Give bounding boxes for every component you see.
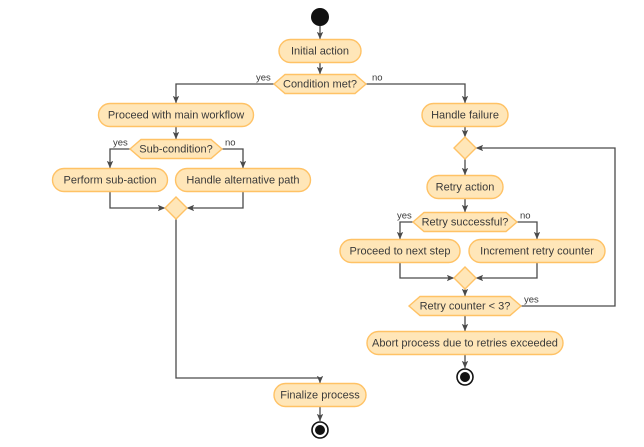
node-perform-sub-action[interactable]: Perform sub-action [51,167,169,193]
edge-counter-lt3-yes-loop-back: yes [475,144,616,307]
edge-guard-label: yes [113,138,128,149]
edge-guard-label: yes [524,295,539,306]
action-node-shape [426,174,504,200]
edge-path [222,148,247,169]
edge-guard-label: yes [397,211,412,222]
node-abort-process[interactable]: Abort process due to retries exceeded [366,330,564,356]
edge-guard-label: no [520,211,531,222]
action-node-label: Handle failure [431,109,499,121]
edge-successful-yes-to-next-step: yes [396,211,413,240]
merge-node-shape [164,196,188,220]
edge-path [106,148,130,169]
edge-path [175,219,324,384]
node-merge-retry[interactable] [453,136,477,160]
action-node-label: Initial action [291,45,349,57]
edge-path [366,83,469,104]
final-node-core-icon [315,425,325,435]
action-node-label: Finalize process [280,389,360,401]
node-merge-left[interactable] [164,196,188,220]
node-retry-successful[interactable]: Retry successful? [411,211,519,233]
decision-node-shape [411,211,519,233]
edge-path [517,221,541,240]
action-node-label: Abort process due to retries exceeded [372,337,558,349]
edge-guard-label: no [225,138,236,149]
edges-layer: yes no yes no yes no yes [106,26,616,422]
edge-merge-left-to-finalize [175,219,324,384]
node-end-right[interactable] [456,368,474,386]
decision-node-label: Retry successful? [422,216,509,228]
decision-node-label: Condition met? [283,78,357,90]
node-handle-failure[interactable]: Handle failure [421,102,509,128]
decision-node-label: Retry counter < 3? [420,300,511,312]
decision-node-shape [407,295,523,317]
edge-subcondition-yes-to-perform: yes [106,138,130,169]
node-end-bottom[interactable] [311,421,329,439]
edge-successful-no-to-increment: no [517,211,541,240]
node-proceed-main[interactable]: Proceed with main workflow [97,102,255,128]
merge-node-shape [453,136,477,160]
action-node-shape [174,167,312,193]
decision-node-shape [128,138,224,160]
edge-path [396,221,413,240]
edge-path [172,83,274,104]
edge-guard-label: no [372,73,383,84]
action-node-shape [278,38,362,64]
edge-increment-to-merge-counter [475,263,538,282]
edge-condition-yes-to-proceed: yes [172,73,274,104]
node-start[interactable] [311,8,329,26]
edge-path [475,144,616,307]
node-sub-condition[interactable]: Sub-condition? [128,138,224,160]
edge-guard-label: yes [256,73,271,84]
action-node-label: Handle alternative path [186,174,299,186]
action-node-shape [421,102,509,128]
node-merge-counter[interactable] [453,266,477,290]
decision-node-label: Sub-condition? [139,143,212,155]
edge-alternative-to-merge-left [186,192,244,212]
action-node-shape [468,238,606,264]
node-finalize-process[interactable]: Finalize process [273,382,367,408]
final-node-core-icon [460,372,470,382]
node-proceed-next-step[interactable]: Proceed to next step [339,238,461,264]
edge-next-step-to-merge-counter [399,263,455,282]
edge-subcondition-no-to-alternative: no [222,138,247,169]
action-node-label: Perform sub-action [64,174,157,186]
action-node-shape [366,330,564,356]
node-retry-counter-lt3[interactable]: Retry counter < 3? [407,295,523,317]
node-initial-action[interactable]: Initial action [278,38,362,64]
edge-path [475,263,538,282]
node-condition-met[interactable]: Condition met? [272,73,368,95]
edge-perform-to-merge-left [109,192,166,212]
action-node-label: Increment retry counter [480,245,594,257]
action-node-shape [97,102,255,128]
edge-path [186,192,244,212]
node-retry-action[interactable]: Retry action [426,174,504,200]
decision-node-shape [272,73,368,95]
action-node-shape [339,238,461,264]
node-handle-alternative[interactable]: Handle alternative path [174,167,312,193]
initial-node-icon [311,8,329,26]
action-node-label: Proceed with main workflow [108,109,244,121]
action-node-label: Retry action [436,181,495,193]
action-node-label: Proceed to next step [350,245,451,257]
edge-path [109,192,166,212]
edge-path [399,263,455,282]
action-node-shape [273,382,367,408]
merge-node-shape [453,266,477,290]
edge-condition-no-to-failure: no [366,73,469,104]
node-increment-retry[interactable]: Increment retry counter [468,238,606,264]
action-node-shape [51,167,169,193]
